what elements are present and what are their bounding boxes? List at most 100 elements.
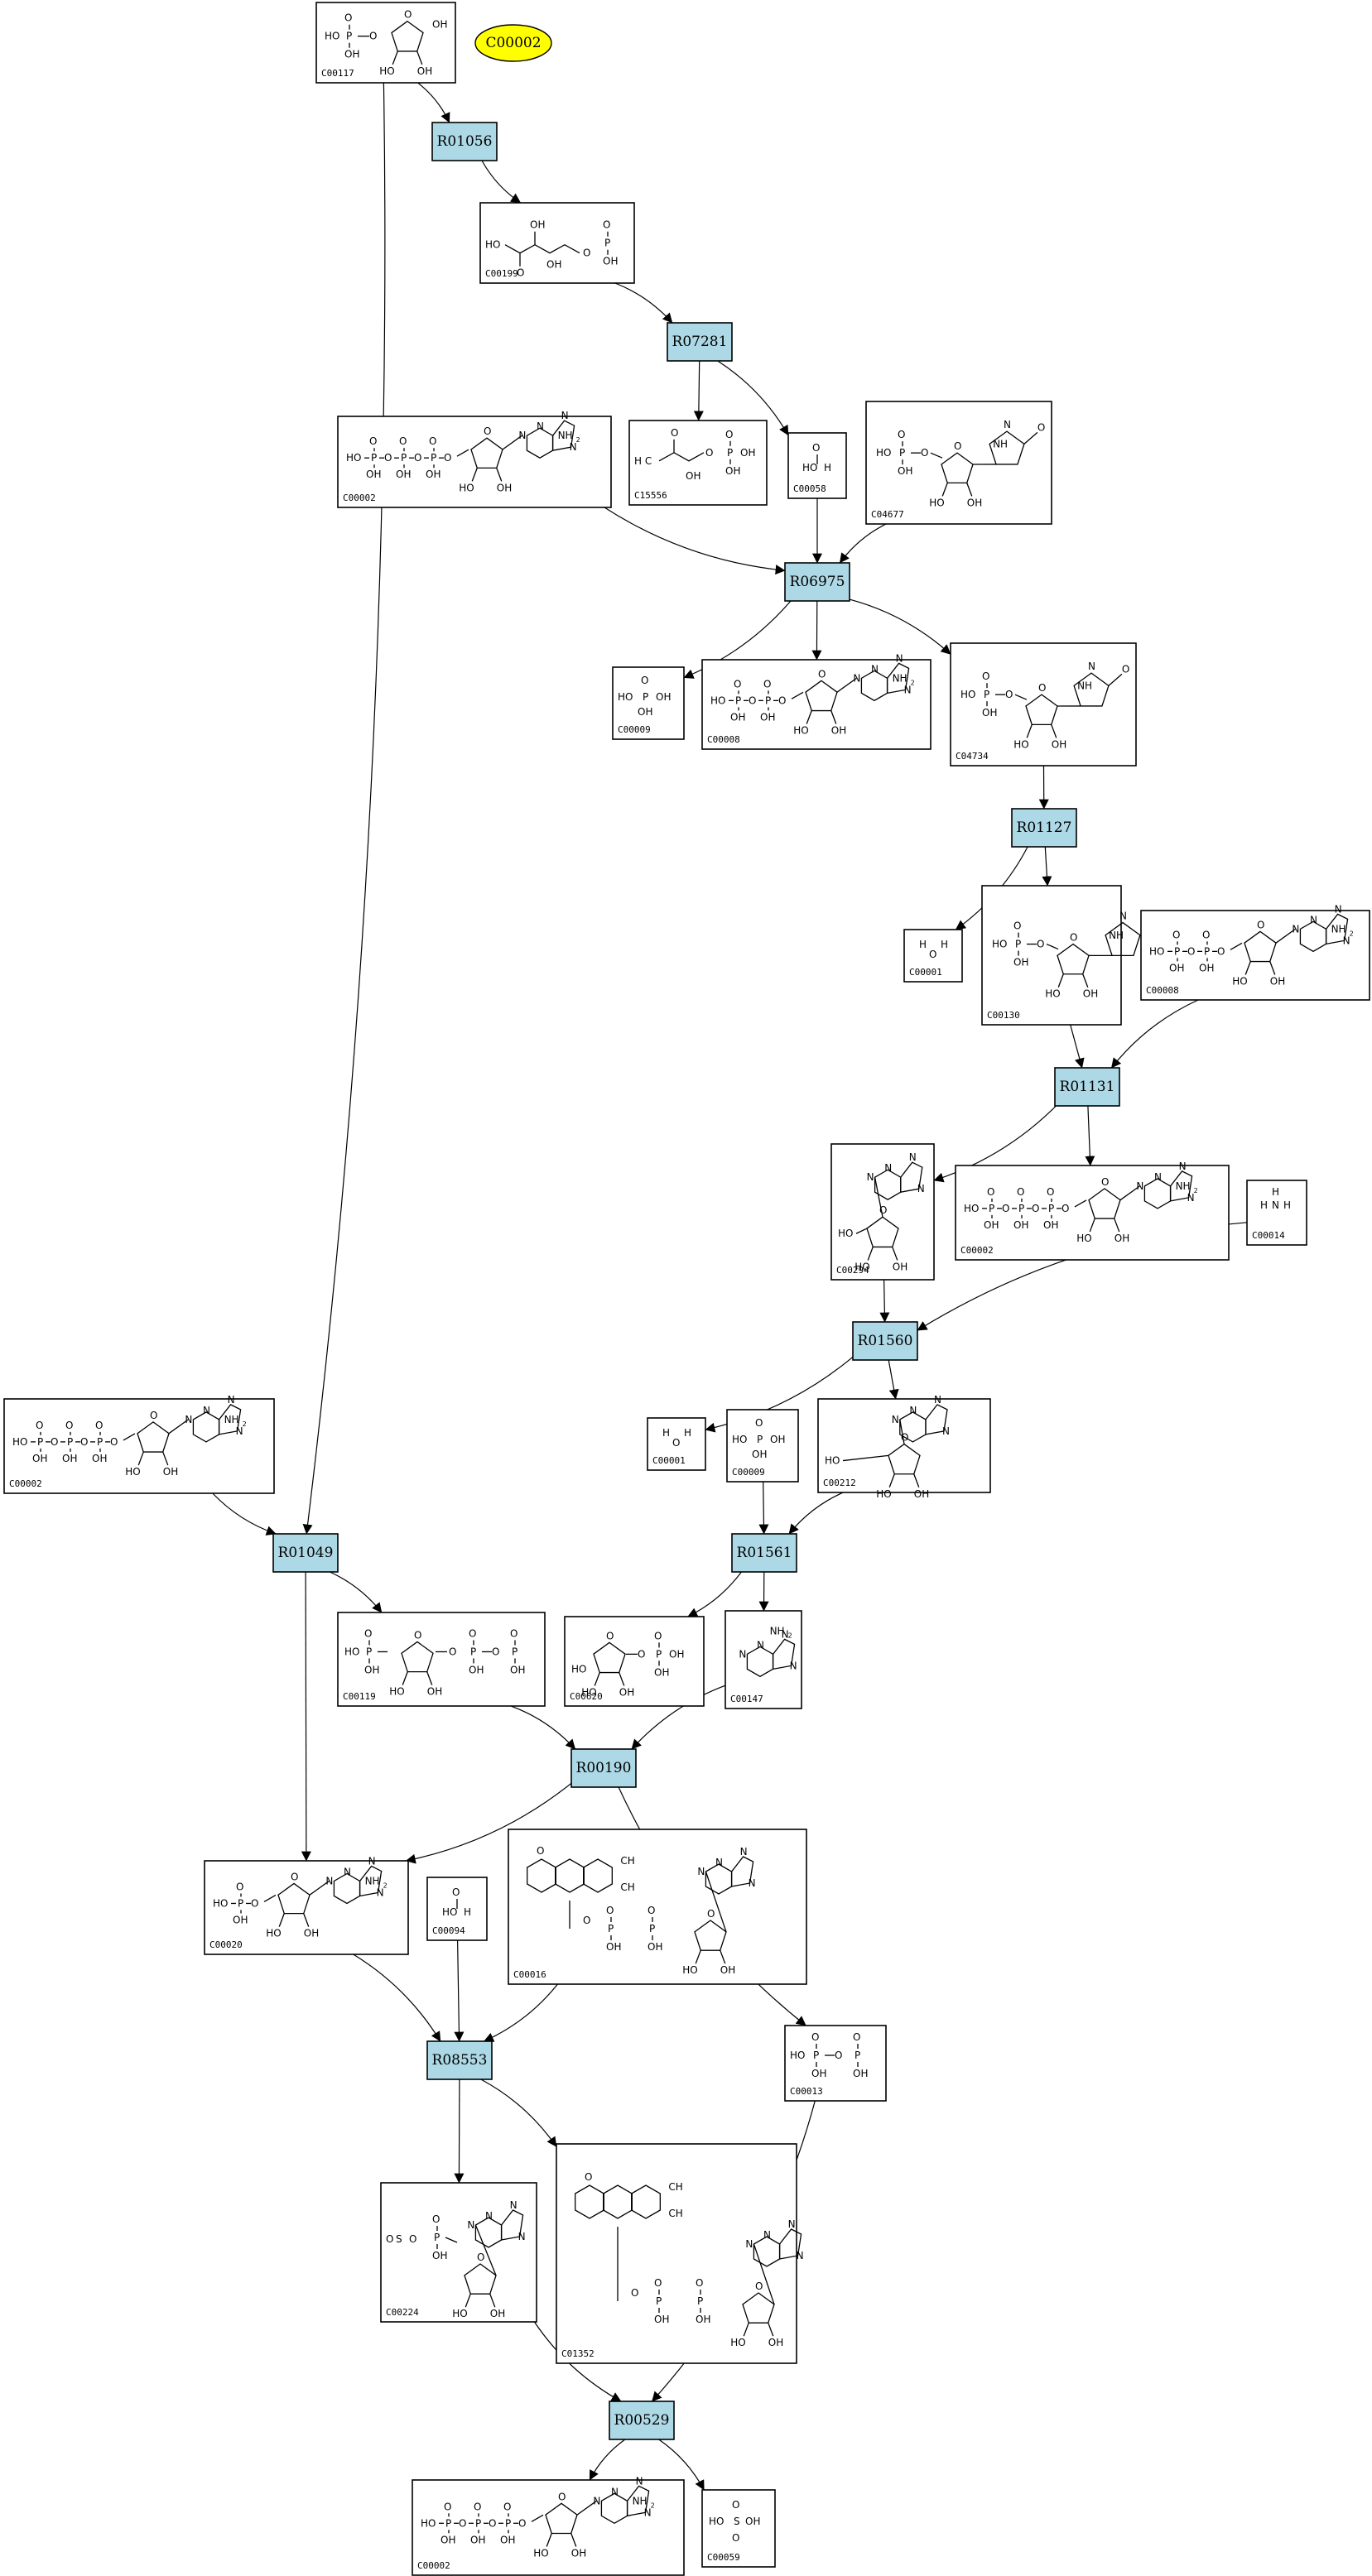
atom-label: O bbox=[1037, 421, 1045, 433]
atom-label: P bbox=[656, 2295, 662, 2307]
compound-id-label: C00294 bbox=[836, 1265, 869, 1276]
edge-R08553-to-c01352 bbox=[480, 2079, 557, 2147]
reaction-R00529[interactable]: R00529 bbox=[609, 2401, 675, 2440]
reaction-R00190[interactable]: R00190 bbox=[570, 1748, 637, 1788]
reaction-R08553[interactable]: R08553 bbox=[426, 2040, 493, 2080]
atom-label: H bbox=[919, 939, 927, 950]
bond bbox=[705, 1871, 727, 1933]
atom-subscript: 2 bbox=[788, 1632, 792, 1639]
atom-label: N bbox=[904, 684, 912, 695]
reaction-R01560[interactable]: R01560 bbox=[852, 1321, 918, 1361]
atom-label: P bbox=[67, 1436, 73, 1448]
compound-id-label: C00620 bbox=[570, 1691, 603, 1702]
bond bbox=[1269, 961, 1276, 975]
ring bbox=[545, 2502, 578, 2535]
bond bbox=[445, 2237, 458, 2243]
atom-label: OH bbox=[656, 691, 671, 703]
compound-box bbox=[556, 2143, 797, 2364]
bond bbox=[416, 50, 423, 65]
reaction-R01056[interactable]: R01056 bbox=[431, 122, 498, 161]
atom-label: O bbox=[987, 1186, 994, 1198]
atom-label: O bbox=[725, 429, 733, 440]
atom-label: HO bbox=[802, 462, 817, 473]
atom-label: HO bbox=[571, 1663, 586, 1675]
compound-id-label: C00002 bbox=[417, 2560, 450, 2571]
edge-c00009b-to-R01561 bbox=[758, 1481, 769, 1535]
atom-label: OH bbox=[898, 465, 912, 477]
reaction-label: R00190 bbox=[576, 1760, 632, 1776]
atom-label: O bbox=[1047, 1186, 1054, 1198]
reaction-R06975[interactable]: R06975 bbox=[784, 562, 850, 602]
atom-label: O bbox=[80, 1436, 88, 1448]
compound-id-label: C04677 bbox=[871, 509, 904, 520]
ring bbox=[551, 420, 575, 451]
compound-id-label: C00119 bbox=[343, 1691, 376, 1702]
edge-R01561-to-c00620 bbox=[687, 1571, 742, 1617]
reaction-R01131[interactable]: R01131 bbox=[1054, 1067, 1120, 1107]
atom-label: NH bbox=[1109, 930, 1124, 941]
atom-label: HO bbox=[790, 2050, 805, 2061]
atom-label: O bbox=[51, 1436, 58, 1448]
bond bbox=[768, 2322, 774, 2337]
reaction-R01561[interactable]: R01561 bbox=[731, 1533, 797, 1573]
atom-label: OH bbox=[725, 465, 740, 477]
atom-label: O bbox=[414, 1629, 421, 1641]
reaction-box bbox=[570, 1748, 637, 1788]
atom-label: O bbox=[606, 1630, 614, 1641]
bond bbox=[309, 1880, 330, 1896]
compound-id-label: C00014 bbox=[1252, 1230, 1285, 1241]
atom-label: O bbox=[641, 675, 648, 686]
compound-c00130[interactable]: HOPOOHOOHOOHNNHOC00130 bbox=[981, 885, 1161, 1026]
atom-label: OH bbox=[1013, 1219, 1028, 1231]
atom-label: O bbox=[484, 425, 491, 437]
bond bbox=[1114, 1218, 1120, 1233]
ring bbox=[730, 1856, 754, 1887]
atom-label: OH bbox=[1270, 976, 1285, 988]
ring bbox=[805, 680, 838, 712]
atom-label: OH bbox=[233, 1914, 248, 1925]
reaction-R01127[interactable]: R01127 bbox=[1011, 808, 1077, 848]
bond bbox=[1108, 673, 1123, 686]
atom-label: O bbox=[1013, 920, 1021, 932]
compound-box bbox=[204, 1860, 409, 1955]
reaction-R07281[interactable]: R07281 bbox=[667, 322, 733, 362]
atom-label: HO bbox=[1076, 1233, 1091, 1244]
highlight-oval[interactable]: C00002 bbox=[474, 24, 552, 62]
atom-label: OH bbox=[1169, 962, 1184, 973]
atom-label: P bbox=[97, 1436, 103, 1448]
reaction-R01049[interactable]: R01049 bbox=[272, 1533, 339, 1573]
bond bbox=[855, 1228, 868, 1234]
